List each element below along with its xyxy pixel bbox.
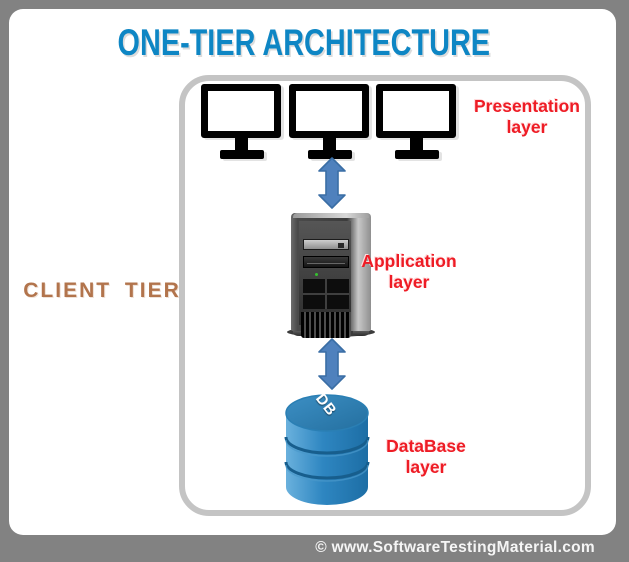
database-layer-label: DataBase layer <box>386 436 466 478</box>
copyright-credit: © www.SoftwareTestingMaterial.com <box>315 539 595 556</box>
database-icon: DB <box>284 390 370 507</box>
monitor-icon <box>201 84 281 159</box>
up-down-arrow-icon <box>318 338 346 390</box>
server-tower-icon <box>287 213 375 338</box>
monitor-icon <box>376 84 456 159</box>
client-tier-label: CLIENT TIER <box>23 279 181 302</box>
application-layer-label: Application layer <box>361 251 457 293</box>
monitor-icon <box>289 84 369 159</box>
up-down-arrow-icon <box>318 157 346 209</box>
page-title: ONE-TIER ARCHITECTURE <box>117 22 490 63</box>
presentation-layer-label: Presentation layer <box>474 96 580 138</box>
footer-bar: © www.SoftwareTestingMaterial.com <box>0 535 629 562</box>
